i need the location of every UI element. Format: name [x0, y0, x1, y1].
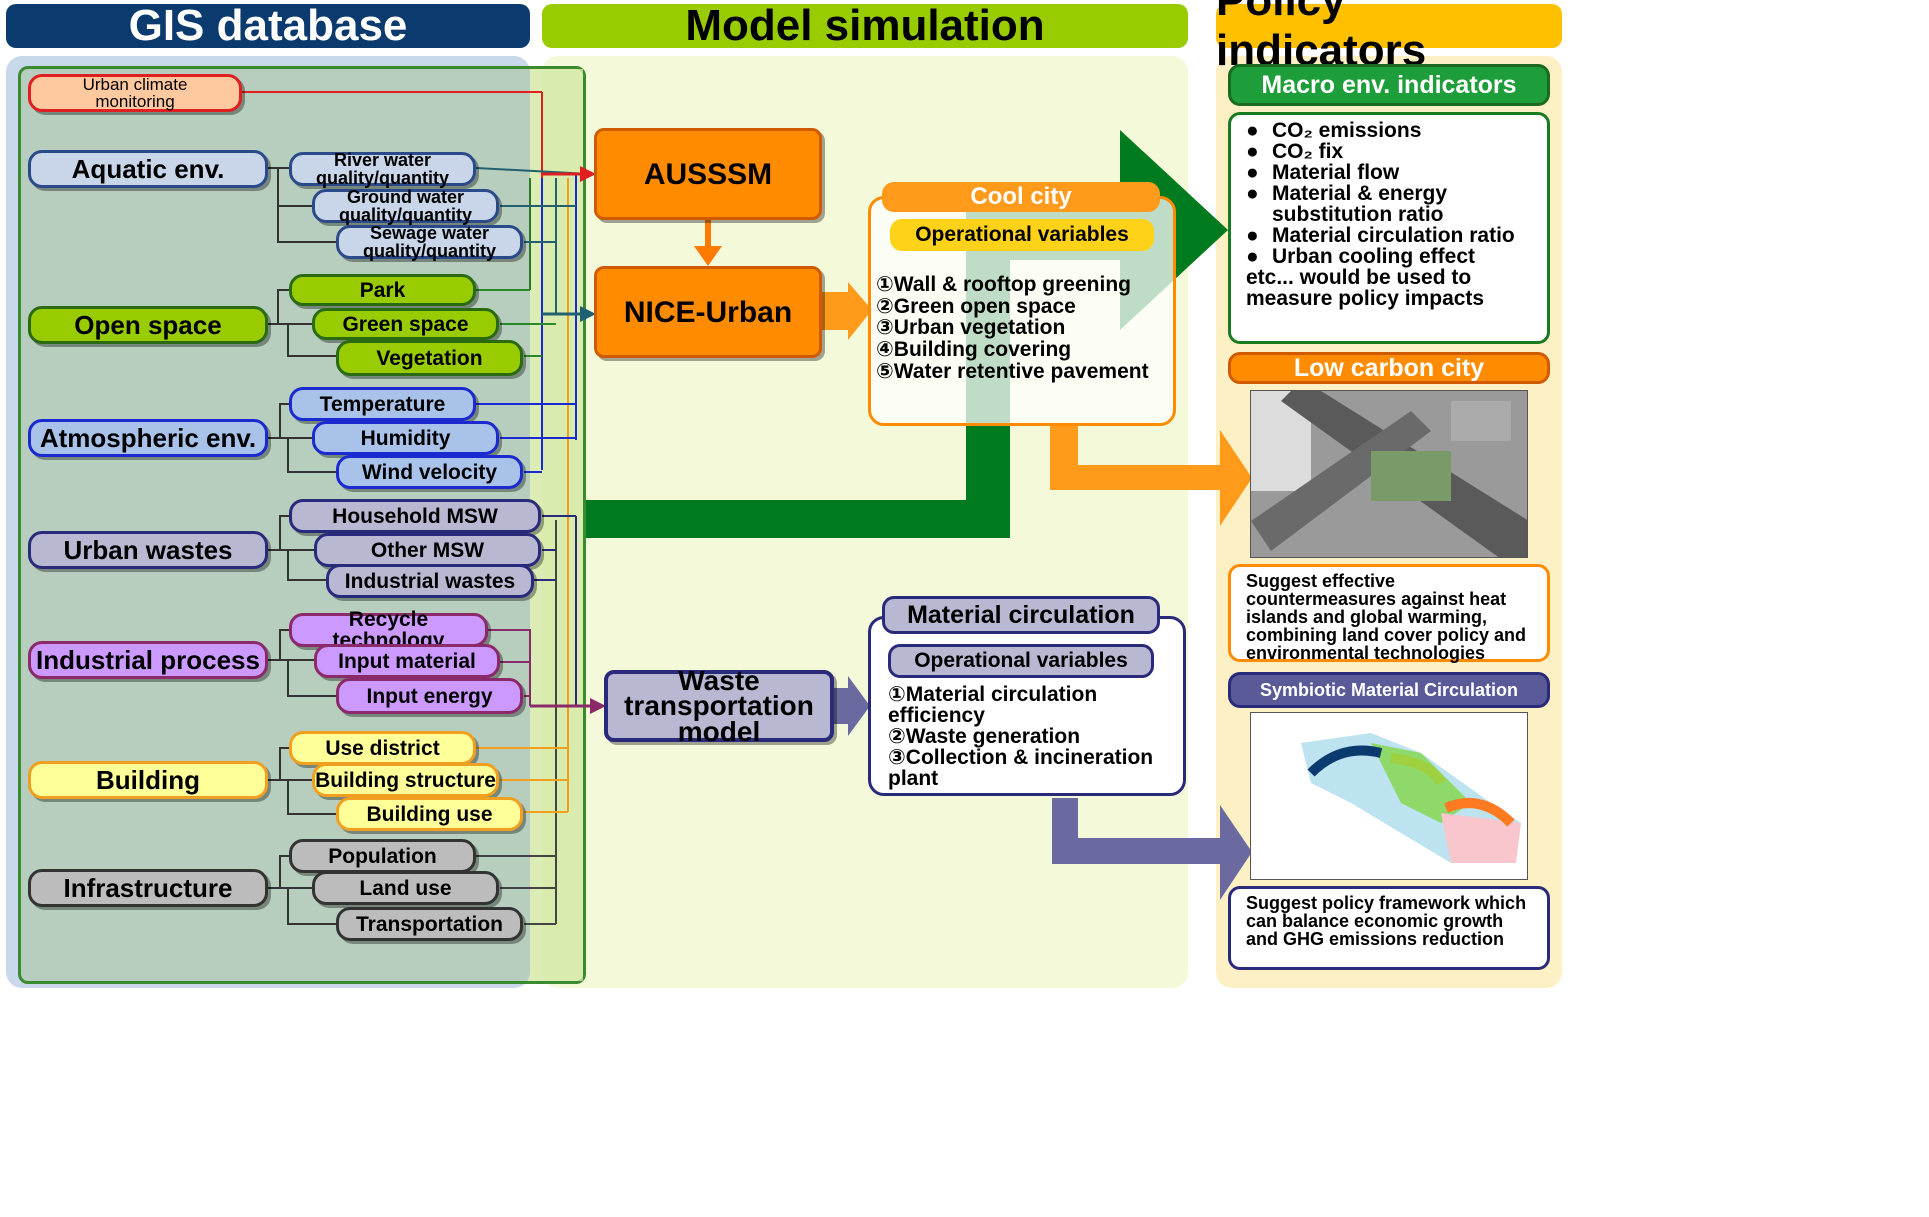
category-building: Building: [28, 761, 268, 799]
material-circulation-title: Material circulation: [882, 596, 1160, 634]
macro-item: Material flow: [1272, 161, 1400, 184]
cool-city-op-variables: Operational variables: [890, 219, 1154, 251]
macro-item: Material circulation ratio: [1272, 224, 1515, 247]
model-nice-urban: NICE-Urban: [594, 266, 822, 358]
material-op-variables: Operational variables: [888, 644, 1154, 678]
orange-arrow-low-carbon: [1050, 425, 1252, 526]
item-park: Park: [289, 274, 476, 306]
category-industrial-process: Industrial process: [28, 641, 268, 679]
item-building-use: Building use: [336, 797, 523, 831]
symbiotic-map: [1250, 712, 1528, 880]
low-carbon-text: Suggest effective countermeasures agains…: [1246, 571, 1527, 663]
macro-item: Material & energy substitution ratio: [1272, 182, 1448, 226]
macro-item: Urban cooling effect: [1272, 245, 1476, 268]
symbiotic-text-box: [1228, 886, 1550, 970]
purple-arrow-symbiotic: [1052, 798, 1252, 900]
item-river-water: River water quality/quantity: [289, 151, 476, 187]
low-carbon-text-box: [1228, 564, 1550, 662]
cool-city-item: ③Urban vegetation: [876, 316, 1066, 340]
item-recycle-technology: Recycle technology: [289, 609, 488, 651]
item-use-district: Use district: [289, 731, 476, 765]
symbiotic-text: Suggest policy framework which can balan…: [1246, 893, 1527, 949]
macro-item: CO₂ emissions: [1272, 119, 1422, 142]
item-sewage-water: Sewage water quality/quantity: [336, 224, 523, 260]
category-atmospheric-env: Atmospheric env.: [28, 419, 268, 457]
material-item: ②Waste generation: [888, 725, 1081, 748]
item-other-msw: Other MSW: [314, 533, 541, 567]
cool-city-title: Cool city: [882, 182, 1160, 212]
macro-indicators-box: [1228, 112, 1550, 344]
material-item: ①Material circulation efficiency: [888, 683, 1098, 727]
symbiotic-title: Symbiotic Material Circulation: [1228, 672, 1550, 708]
item-input-energy: Input energy: [336, 678, 523, 714]
header-gis-database: GIS database: [6, 1, 530, 50]
header-model-simulation: Model simulation: [542, 1, 1188, 50]
model-aussm: AUSSSM: [594, 128, 822, 220]
material-item: ③Collection & incineration plant: [888, 746, 1154, 790]
item-vegetation: Vegetation: [336, 340, 523, 376]
item-ground-water: Ground water quality/quantity: [312, 188, 499, 224]
macro-tail: etc... would be used to measure policy i…: [1246, 266, 1485, 310]
material-circulation-list: ①Material circulation efficiency ②Waste …: [888, 684, 1184, 789]
cool-city-item: ④Building covering: [876, 337, 1072, 361]
cool-city-item: ②Green open space: [876, 294, 1076, 318]
item-input-material: Input material: [314, 644, 500, 678]
orange-arrow-nice-cool: [822, 282, 872, 340]
low-carbon-map: [1250, 390, 1528, 558]
item-humidity: Humidity: [312, 421, 499, 455]
cool-city-list: ①Wall & rooftop greening ②Green open spa…: [876, 274, 1174, 382]
item-population: Population: [289, 839, 476, 873]
cool-city-item: ①Wall & rooftop greening: [876, 273, 1131, 296]
item-green-space: Green space: [312, 308, 499, 340]
item-building-structure: Building structure: [312, 763, 499, 797]
low-carbon-city-title: Low carbon city: [1228, 352, 1550, 384]
category-aquatic-env: Aquatic env.: [28, 150, 268, 188]
macro-indicators-list: ●CO₂ emissions ●CO₂ fix ●Material flow ●…: [1230, 120, 1546, 309]
item-industrial-wastes: Industrial wastes: [326, 564, 534, 598]
category-open-space: Open space: [28, 306, 268, 344]
purple-arrow-waste-material: [834, 676, 870, 736]
cool-city-item: ⑤Water retentive pavement: [876, 359, 1149, 383]
macro-item: CO₂ fix: [1272, 140, 1344, 163]
model-waste-transportation: Waste transportation model: [604, 667, 834, 745]
item-temperature: Temperature: [289, 387, 476, 421]
category-infrastructure: Infrastructure: [28, 869, 268, 907]
item-household-msw: Household MSW: [289, 499, 541, 533]
item-land-use: Land use: [312, 871, 499, 905]
urban-climate-monitoring-box: Urban climate monitoring: [28, 74, 242, 112]
item-transportation: Transportation: [336, 907, 523, 941]
category-urban-wastes: Urban wastes: [28, 531, 268, 569]
macro-env-indicators-title: Macro env. indicators: [1228, 64, 1550, 106]
item-wind-velocity: Wind velocity: [336, 455, 523, 489]
